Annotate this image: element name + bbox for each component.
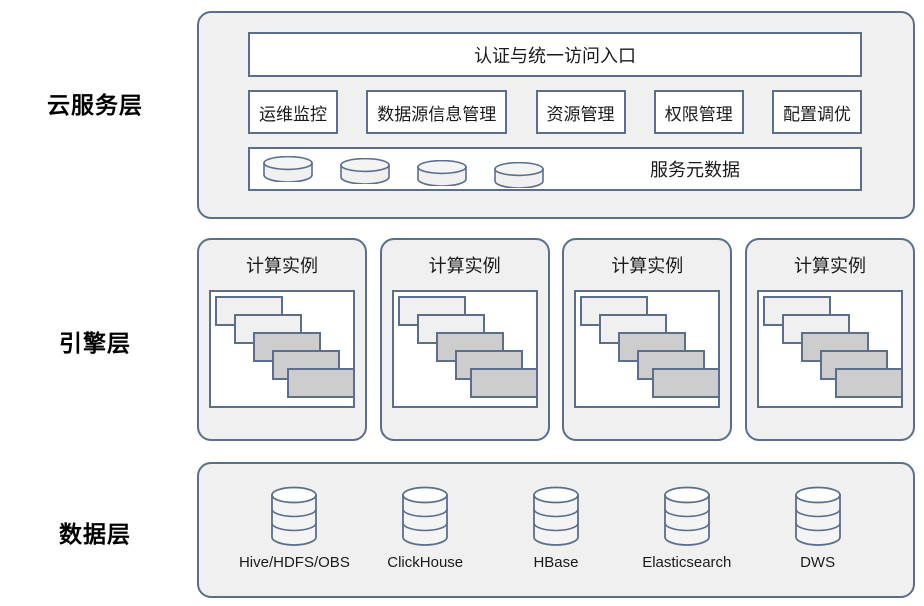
data-store-label: HBase xyxy=(533,554,579,571)
database-cylinder-icon xyxy=(416,160,468,186)
layer-label-cloud: 云服务层 xyxy=(47,92,143,118)
module-box-resource-management[interactable]: 资源管理 xyxy=(535,90,626,134)
data-store-item-dws[interactable]: DWS xyxy=(752,486,883,571)
service-metadata-box: 服务元数据 xyxy=(248,147,862,191)
cloud-module-row: 运维监控 数据源信息管理 资源管理 权限管理 配置调优 xyxy=(248,90,862,134)
compute-instance-stack-box xyxy=(391,290,538,408)
database-cylinder-icon xyxy=(270,486,318,546)
service-metadata-cylinder-group xyxy=(262,149,582,189)
compute-instance-title: 计算实例 xyxy=(793,256,866,276)
database-cylinder-icon xyxy=(493,162,545,188)
data-store-item-elasticsearch[interactable]: Elasticsearch xyxy=(621,486,752,571)
module-box-config-tuning[interactable]: 配置调优 xyxy=(772,90,862,134)
compute-instance-title: 计算实例 xyxy=(428,256,501,276)
data-store-label: Elasticsearch xyxy=(642,554,732,571)
auth-entry-label: 认证与统一访问入口 xyxy=(474,45,636,66)
database-cylinder-icon xyxy=(262,156,314,182)
module-label: 数据源信息管理 xyxy=(377,104,497,124)
data-store-item-hbase[interactable]: HBase xyxy=(491,486,622,571)
compute-instance-stack-box xyxy=(209,290,355,408)
module-box-ops-monitoring[interactable]: 运维监控 xyxy=(248,90,338,134)
layer-label-data: 数据层 xyxy=(59,521,131,547)
data-store-label: ClickHouse xyxy=(387,554,464,571)
data-layer-container: Hive/HDFS/OBS ClickHouse xyxy=(197,462,915,598)
module-label: 权限管理 xyxy=(664,104,733,124)
module-label: 配置调优 xyxy=(783,104,851,124)
module-label: 资源管理 xyxy=(546,104,615,124)
compute-instance-panel-4[interactable]: 计算实例 xyxy=(744,238,915,441)
data-store-item-hive-hdfs-obs[interactable]: Hive/HDFS/OBS xyxy=(229,486,360,571)
compute-instance-title: 计算实例 xyxy=(611,256,684,276)
compute-instance-panel-3[interactable]: 计算实例 xyxy=(562,238,733,441)
compute-instance-stack-box xyxy=(574,290,721,408)
stack-card xyxy=(834,368,903,398)
service-metadata-label: 服务元数据 xyxy=(650,160,740,180)
database-cylinder-icon xyxy=(401,486,449,546)
database-cylinder-icon xyxy=(663,486,711,546)
engine-layer-container: 计算实例 计算实例 计算实例 计算实例 xyxy=(197,238,915,441)
data-store-item-clickhouse[interactable]: ClickHouse xyxy=(360,486,491,571)
stack-card xyxy=(287,368,355,398)
layer-label-engine: 引擎层 xyxy=(59,330,131,356)
auth-unified-access-entry-box: 认证与统一访问入口 xyxy=(248,32,862,77)
stack-card xyxy=(652,368,721,398)
data-store-label: DWS xyxy=(800,554,836,571)
module-box-datasource-info-management[interactable]: 数据源信息管理 xyxy=(366,90,508,134)
database-cylinder-icon xyxy=(339,158,391,184)
database-cylinder-icon xyxy=(794,486,842,546)
module-label: 运维监控 xyxy=(259,104,327,124)
service-metadata-label-wrap: 服务元数据 xyxy=(530,149,860,189)
compute-instance-panel-2[interactable]: 计算实例 xyxy=(379,238,550,441)
module-box-permission-management[interactable]: 权限管理 xyxy=(653,90,744,134)
compute-instance-stack-box xyxy=(756,290,903,408)
stack-card xyxy=(469,368,538,398)
data-store-row: Hive/HDFS/OBS ClickHouse xyxy=(229,486,883,580)
cloud-service-layer-container: 认证与统一访问入口 运维监控 数据源信息管理 资源管理 权限管理 配置调优 xyxy=(197,11,915,219)
data-store-label: Hive/HDFS/OBS xyxy=(238,554,350,571)
compute-instance-title: 计算实例 xyxy=(246,256,318,276)
database-cylinder-icon xyxy=(532,486,580,546)
compute-instance-panel-1[interactable]: 计算实例 xyxy=(197,238,367,441)
